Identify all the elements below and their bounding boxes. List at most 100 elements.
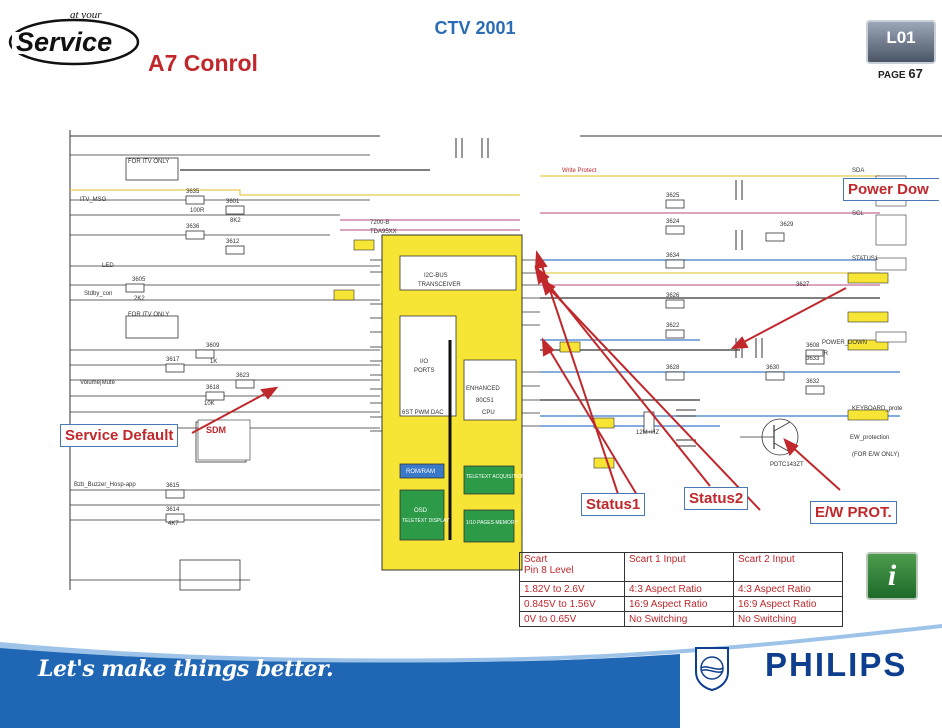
circuit-schematic: 7200-B TDA95XX I2C-BUS TRANSCEIVER I/O P…: [69, 130, 942, 591]
page-label-text: PAGE: [878, 70, 906, 81]
table-cell: 16:9 Aspect Ratio: [733, 596, 843, 612]
page-label: PAGE 67: [878, 66, 923, 81]
label-sdm: SDM: [206, 425, 226, 435]
label-resistor-3626: 3626: [666, 293, 680, 299]
label-itv-msg: ITV_MSG: [80, 197, 107, 203]
label-resistor-3632: 3632: [806, 379, 820, 385]
callout-status2: Status2: [684, 487, 749, 510]
service-logo: at your Service: [8, 9, 140, 66]
section-code: L01: [886, 28, 916, 47]
table-row: Scart Pin 8 Level Scart 1 Input Scart 2 …: [519, 552, 843, 582]
label-resistor-3636: 3636: [186, 224, 200, 230]
label-keyboard: KEYBOARD_prote: [852, 406, 903, 412]
table-cell: 0V to 0.65V: [519, 611, 625, 627]
label-resistor-3615: 3615: [166, 483, 180, 489]
label-value-100r: 100R: [190, 208, 205, 214]
philips-shield-icon: [695, 647, 729, 692]
label-pages-memory: 1/10 PAGES MEMORY: [466, 520, 518, 526]
label-for-ew-only: (FOR E/W ONLY): [852, 452, 899, 458]
label-enhanced: ENHANCED: [466, 386, 500, 392]
label-resistor-3622: 3622: [666, 323, 680, 329]
label-write-protect: Write Protect: [562, 168, 597, 174]
label-ports: PORTS: [414, 368, 435, 374]
ic-part: TDA95XX: [370, 229, 397, 235]
table-cell: No Switching: [733, 611, 843, 627]
ic-name: 7200-B: [370, 220, 389, 226]
label-resistor-3618: 3618: [206, 385, 220, 391]
table-header-cell: Scart Pin 8 Level: [519, 552, 625, 582]
label-osd: OSD: [414, 508, 428, 514]
callout-service-default: Service Default: [60, 424, 179, 447]
table-cell: 4:3 Aspect Ratio: [624, 581, 734, 597]
label-resistor-3612: 3612: [226, 239, 240, 245]
page-heading: A7 Conrol: [148, 50, 258, 76]
label-resistor-3634: 3634: [666, 253, 680, 259]
table-cell: 4:3 Aspect Ratio: [733, 581, 843, 597]
label-resistor-3628: 3628: [666, 365, 680, 371]
label-value-2k2: 2K2: [134, 296, 145, 302]
callout-ew-prot: E/W PROT.: [810, 501, 897, 524]
label-for-itv-only-2: FOR ITV ONLY: [128, 312, 169, 318]
label-value-1k: 1K: [210, 359, 217, 365]
label-power-down-net: POWER_DOWN: [822, 340, 867, 346]
label-resistor-3627: 3627: [796, 282, 810, 288]
label-resistor-3614: 3614: [166, 507, 180, 513]
label-teletext-display: TELETEXT DISPLAY: [402, 518, 450, 524]
label-value-10k: 10K: [204, 401, 215, 407]
label-crystal: 12M+HZ: [636, 430, 660, 436]
logo-main-text: Service: [16, 27, 112, 57]
label-resistor-3625: 3625: [666, 193, 680, 199]
table-cell: 0.845V to 1.56V: [519, 596, 625, 612]
label-resistor-3630: 3630: [766, 365, 780, 371]
callout-status1: Status1: [581, 493, 646, 516]
label-led: LED: [102, 263, 114, 269]
label-value-4k7: 4K7: [168, 521, 179, 527]
scart-table: Scart Pin 8 Level Scart 1 Input Scart 2 …: [519, 552, 843, 627]
table-row: 1.82V to 2.6V 4:3 Aspect Ratio 4:3 Aspec…: [519, 581, 843, 597]
label-status1-net: STATUS1: [852, 256, 879, 262]
label-resistor-3624: 3624: [666, 219, 680, 225]
page-number: 67: [908, 66, 923, 81]
table-row: 0.845V to 1.56V 16:9 Aspect Ratio 16:9 A…: [519, 596, 843, 612]
label-resistor-3623: 3623: [236, 373, 250, 379]
label-sda: SDA: [852, 168, 864, 174]
table-header-cell: Scart 2 Input: [733, 552, 843, 582]
label-resistor-3635: 3635: [186, 189, 200, 195]
label-resistor-3629: 3629: [780, 222, 794, 228]
table-cell: No Switching: [624, 611, 734, 627]
label-pwm: 6ST PWM DAC: [402, 410, 444, 416]
label-transistor: PDTC143ZT: [770, 462, 804, 468]
label-rom-ram: ROM/RAM: [406, 469, 435, 475]
info-icon[interactable]: i: [866, 552, 918, 600]
table-cell: 16:9 Aspect Ratio: [624, 596, 734, 612]
label-resistor-3609: 3609: [206, 343, 220, 349]
label-stdby: Stdby_con: [84, 291, 112, 297]
label-for-itv-only-1: FOR ITV ONLY: [128, 159, 169, 165]
label-ir: IR: [822, 351, 829, 357]
label-volume-mute: Volume|Mute: [80, 380, 116, 386]
table-row: 0V to 0.65V No Switching No Switching: [519, 611, 843, 627]
table-header-cell: Scart 1 Input: [624, 552, 734, 582]
label-value-8k2: 8K2: [230, 218, 241, 224]
label-io: I/O: [420, 359, 428, 365]
label-ew-protection: EW_protection: [850, 435, 889, 441]
label-resistor-3617: 3617: [166, 357, 180, 363]
label-cpu: CPU: [482, 410, 495, 416]
label-resistor-3601: 3601: [226, 199, 240, 205]
table-cell: 1.82V to 2.6V: [519, 581, 625, 597]
section-badge[interactable]: L01: [866, 20, 936, 64]
label-teletext-acq: TELETEXT ACQUISITION: [466, 474, 525, 480]
label-buzzer: Bzb_Buzzer_Hosp-app: [74, 482, 136, 488]
label-resistor-3605: 3605: [132, 277, 146, 283]
philips-brand: PHILIPS: [765, 646, 908, 683]
footer-slogan: Let's make things better.: [38, 656, 334, 682]
label-transceiver: TRANSCEIVER: [418, 282, 461, 288]
label-resistor-3608: 3608: [806, 343, 820, 349]
label-i2c-bus: I2C-BUS: [424, 273, 448, 279]
label-scl: SCL: [852, 211, 864, 217]
label-resistor-3633: 3633: [806, 356, 820, 362]
callout-power-down: Power Dow: [843, 178, 939, 201]
document-title: CTV 2001: [434, 18, 516, 38]
logo-small-text: at your: [70, 9, 102, 21]
label-cpu-core: 80C51: [476, 398, 494, 404]
